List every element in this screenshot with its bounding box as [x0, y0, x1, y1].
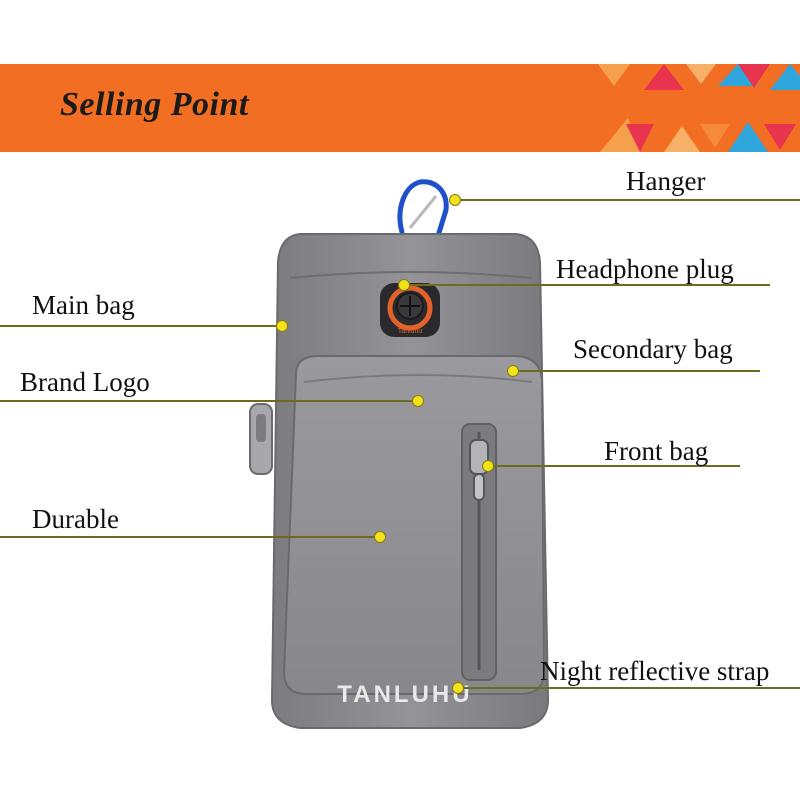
dot-brand-logo [412, 395, 424, 407]
triangle-8 [626, 124, 654, 152]
reflective-brand-text: TANLUHU [337, 681, 472, 708]
dot-main-bag [276, 320, 288, 332]
triangle-4 [718, 64, 758, 86]
triangle-3 [686, 64, 716, 84]
label-durable: Durable [32, 504, 119, 534]
vertical-zipper [461, 423, 497, 681]
banner-title: Selling Point [60, 86, 249, 123]
triangle-1 [598, 64, 630, 86]
triangle-12 [764, 124, 796, 150]
dot-hanger [449, 194, 461, 206]
triangle-11 [728, 122, 768, 152]
dot-durable [374, 531, 386, 543]
triangle-2 [644, 64, 684, 90]
label-headphone-plug: Headphone plug [556, 254, 734, 284]
dot-headphone-plug [398, 279, 410, 291]
carabiner-hanger [397, 179, 449, 239]
triangle-6 [770, 64, 800, 90]
dot-front-bag [482, 460, 494, 472]
label-brand-logo: Brand Logo [20, 367, 150, 397]
triangle-10 [700, 124, 730, 148]
side-clip [249, 403, 273, 475]
dot-night-reflective-strap [452, 682, 464, 694]
decorative-triangles [598, 64, 800, 152]
dot-secondary-bag [507, 365, 519, 377]
label-hanger: Hanger [626, 166, 706, 196]
triangle-9 [664, 126, 700, 152]
selling-point-banner: Selling Point [0, 64, 800, 152]
badge-text: Tanluhu [398, 328, 423, 335]
label-main-bag: Main bag [32, 290, 135, 320]
label-secondary-bag: Secondary bag [573, 334, 733, 364]
headphone-plug: Tanluhu [380, 283, 440, 337]
label-front-bag: Front bag [604, 436, 709, 466]
label-night-reflective-strap: Night reflective strap [540, 656, 770, 686]
triangle-5 [738, 64, 770, 88]
